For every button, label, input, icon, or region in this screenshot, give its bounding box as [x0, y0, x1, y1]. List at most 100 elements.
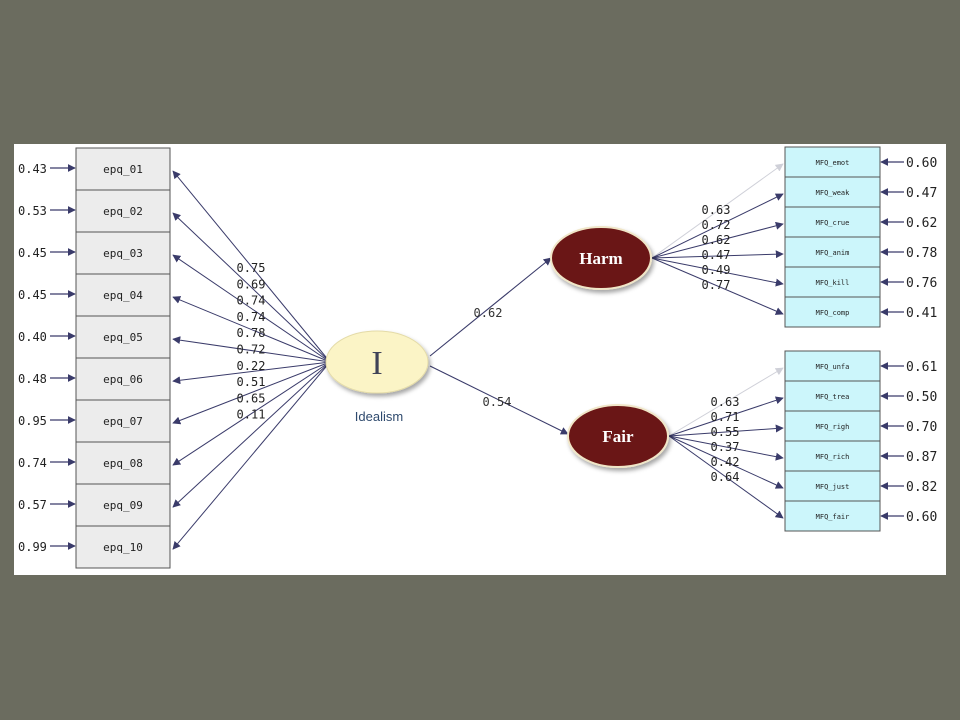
path-coefficient-fair: 0.54	[483, 395, 512, 409]
epq-indicator-box	[75, 231, 171, 275]
fair-loading-value: 0.64	[711, 470, 740, 484]
epq-error-value: 0.74	[18, 456, 47, 470]
fair-error-value: 0.70	[906, 420, 937, 435]
harm-factor-node: Harm	[550, 226, 652, 290]
epq-indicator-label: epq_07	[103, 415, 143, 428]
epq-indicator-label: epq_09	[103, 499, 143, 512]
harm-loading-arrow	[651, 257, 784, 287]
epq-loading-arrow	[172, 212, 331, 363]
structural-arrow-harm	[429, 257, 552, 357]
fair-loading-arrow	[668, 424, 784, 437]
epq-loading-arrow	[172, 336, 331, 363]
harm-loading-value: 0.77	[702, 278, 731, 292]
fair-factor-node: Fair	[567, 404, 669, 468]
epq-indicator-label: epq_03	[103, 247, 143, 260]
epq-loading-value: 0.65	[237, 391, 266, 405]
fair-indicator-box	[784, 410, 881, 442]
harm-indicator-box	[784, 206, 881, 238]
epq-error-value: 0.53	[18, 204, 47, 218]
harm-indicator-box	[784, 236, 881, 268]
harm-loading-arrow	[651, 221, 784, 259]
epq-indicator-box	[75, 315, 171, 359]
epq-indicator-label: epq_05	[103, 331, 143, 344]
fair-error-value: 0.60	[906, 510, 937, 525]
epq-loading-value: 0.51	[237, 375, 266, 389]
epq-indicator-box	[75, 147, 171, 191]
path-coefficient-harm: 0.62	[474, 306, 503, 320]
harm-error-value: 0.76	[906, 276, 937, 291]
harm-loading-arrow	[651, 257, 784, 315]
idealism-node: I	[325, 330, 429, 394]
fair-indicator-box	[784, 350, 881, 382]
epq-indicator-box	[75, 441, 171, 485]
fair-error-value: 0.61	[906, 360, 937, 375]
epq-error-value: 0.45	[18, 246, 47, 260]
harm-error-value: 0.60	[906, 156, 937, 171]
harm-indicator-label: MFQ_emot	[816, 159, 850, 167]
fair-loading-arrow	[668, 435, 784, 461]
fair-indicator-box	[784, 500, 881, 532]
epq-loading-value: 0.69	[237, 277, 266, 291]
fair-factor-label: Fair	[602, 427, 634, 446]
epq-indicator-box	[75, 483, 171, 527]
epq-error-value: 0.48	[18, 372, 47, 386]
harm-indicator-label: MFQ_weak	[816, 189, 851, 197]
harm-indicator-label: MFQ_comp	[816, 309, 850, 317]
fair-loading-arrow	[668, 435, 784, 489]
idealism-symbol: I	[371, 345, 382, 382]
epq-loading-arrow	[172, 361, 331, 425]
epq-indicator-box	[75, 525, 171, 569]
epq-loading-value: 0.78	[237, 326, 266, 340]
epq-error-value: 0.99	[18, 540, 47, 554]
harm-indicator-label: MFQ_kill	[816, 279, 850, 287]
epq-loading-arrow	[172, 296, 331, 363]
epq-error-value: 0.40	[18, 330, 47, 344]
fair-indicator-label: MFQ_unfa	[816, 363, 850, 371]
harm-loading-value: 0.47	[702, 248, 731, 262]
harm-loading-arrow	[651, 163, 784, 259]
fair-loading-value: 0.55	[711, 425, 740, 439]
fair-indicator-label: MFQ_fair	[816, 513, 850, 521]
epq-loading-arrow	[172, 361, 331, 550]
epq-loading-arrow	[172, 254, 331, 363]
fair-loading-value: 0.42	[711, 455, 740, 469]
epq-indicator-box	[75, 189, 171, 233]
fair-indicator-box	[784, 440, 881, 472]
fair-loading-value: 0.37	[711, 440, 740, 454]
fair-ellipse	[567, 404, 669, 468]
harm-loading-value: 0.72	[702, 218, 731, 232]
harm-indicator-label: MFQ_anim	[816, 249, 850, 257]
harm-indicator-box	[784, 266, 881, 298]
epq-indicator-box	[75, 273, 171, 317]
fair-error-value: 0.82	[906, 480, 937, 495]
fair-indicator-label: MFQ_just	[816, 483, 850, 491]
harm-loading-arrow	[651, 250, 784, 259]
harm-loading-value: 0.49	[702, 263, 731, 277]
epq-loading-value: 0.72	[237, 343, 266, 357]
harm-loading-arrow	[651, 193, 784, 259]
fair-loading-arrow	[668, 396, 784, 437]
fair-indicator-box	[784, 470, 881, 502]
epq-indicator-label: epq_06	[103, 373, 143, 386]
epq-error-value: 0.43	[18, 162, 47, 176]
harm-indicator-box	[784, 146, 881, 178]
epq-indicator-label: epq_01	[103, 163, 143, 176]
epq-error-value: 0.45	[18, 288, 47, 302]
harm-ellipse	[550, 226, 652, 290]
harm-loading-value: 0.63	[702, 203, 731, 217]
fair-loading-arrow	[668, 435, 784, 519]
harm-indicator-box	[784, 296, 881, 328]
epq-indicator-label: epq_02	[103, 205, 143, 218]
epq-indicator-label: epq_04	[103, 289, 143, 302]
harm-error-value: 0.78	[906, 246, 937, 261]
epq-indicator-box	[75, 357, 171, 401]
harm-error-value: 0.62	[906, 216, 937, 231]
epq-loading-arrow	[172, 361, 331, 508]
fair-indicator-label: MFQ_trea	[816, 393, 850, 401]
epq-error-value: 0.95	[18, 414, 47, 428]
fair-loading-value: 0.63	[711, 395, 740, 409]
fair-error-value: 0.50	[906, 390, 937, 405]
harm-indicator-label: MFQ_crue	[816, 219, 850, 227]
fair-loading-value: 0.71	[711, 410, 740, 424]
